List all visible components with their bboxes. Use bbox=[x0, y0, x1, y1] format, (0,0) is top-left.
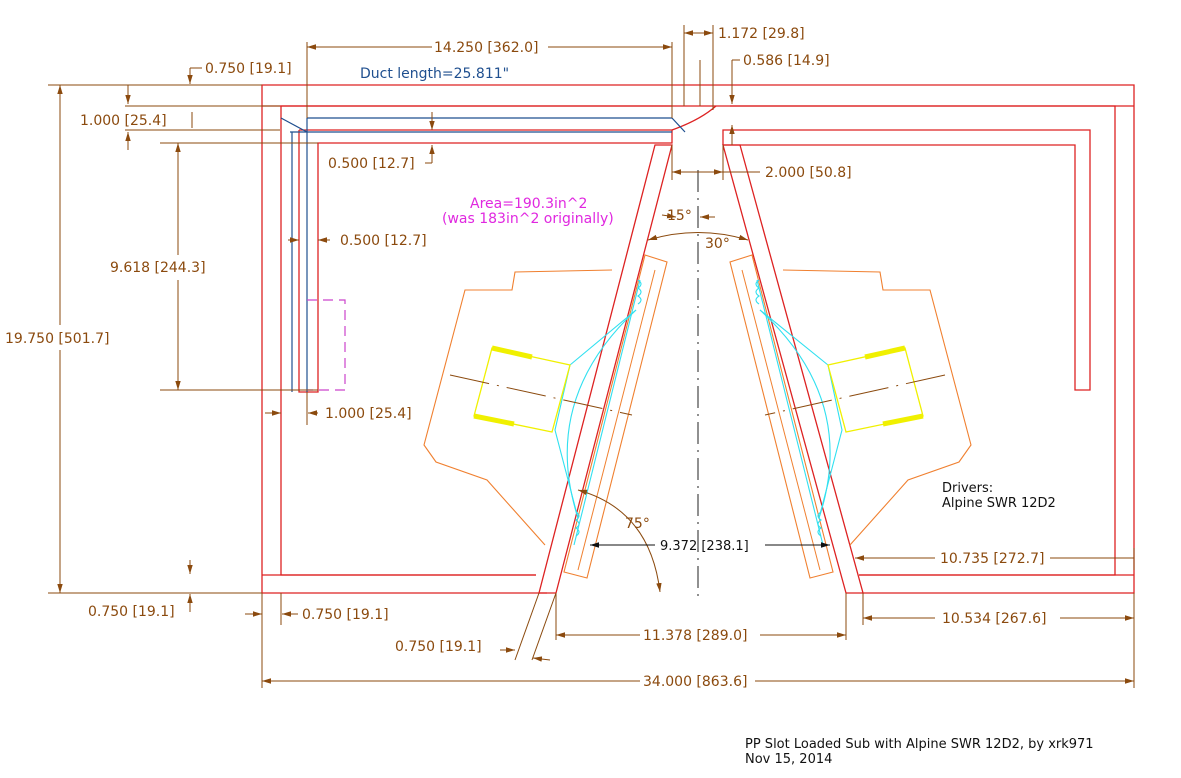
right-baffle bbox=[722, 144, 864, 594]
drawing-date: Nov 15, 2014 bbox=[745, 752, 832, 767]
dim-duct-width: 14.250 [362.0] bbox=[434, 40, 538, 56]
dim-side-wall-inner: 0.500 [12.7] bbox=[340, 233, 427, 249]
dim-panel-thick: 0.750 [19.1] bbox=[395, 639, 482, 655]
dim-radius: 0.586 [14.9] bbox=[743, 53, 830, 69]
angle-baffle: 75° bbox=[625, 516, 650, 532]
drivers-model: Alpine SWR 12D2 bbox=[942, 496, 1056, 511]
dim-bottom-wall: 0.750 [19.1] bbox=[88, 604, 175, 620]
drawing-title: PP Slot Loaded Sub with Alpine SWR 12D2,… bbox=[745, 737, 1094, 752]
annotations: Duct length=25.811" Area=190.3in^2 (was … bbox=[360, 66, 1094, 767]
outer-shell bbox=[261, 84, 1135, 594]
angle-half: 15° bbox=[667, 208, 692, 224]
dim-slot-top: 1.172 [29.8] bbox=[718, 26, 805, 42]
dim-bottom-slot: 11.378 [289.0] bbox=[643, 628, 747, 644]
dim-bottom-right2: 10.534 [267.6] bbox=[942, 611, 1046, 627]
dimension-lines bbox=[48, 25, 1135, 688]
area-label: Area=190.3in^2 bbox=[470, 196, 587, 212]
dim-top-wall: 0.750 [19.1] bbox=[205, 61, 292, 77]
dim-bottom-right: 10.735 [272.7] bbox=[940, 551, 1044, 567]
dim-top-gap: 1.000 [25.4] bbox=[80, 113, 167, 129]
right-driver bbox=[729, 254, 972, 579]
duct-path bbox=[280, 117, 686, 392]
drivers-label: Drivers: bbox=[942, 481, 993, 496]
dim-width: 34.000 [863.6] bbox=[643, 674, 747, 690]
area-original-label: (was 183in^2 originally) bbox=[442, 211, 614, 227]
dim-slot-gap: 2.000 [50.8] bbox=[765, 165, 852, 181]
dim-inner-wall: 0.500 [12.7] bbox=[328, 156, 415, 172]
dimension-labels: 0.750 [19.1] 14.250 [362.0] 1.172 [29.8]… bbox=[5, 26, 1046, 690]
duct-board-right bbox=[722, 129, 1091, 391]
dim-duct-height: 9.618 [244.3] bbox=[110, 260, 206, 276]
dim-side-gap: 1.000 [25.4] bbox=[325, 406, 412, 422]
duct-length-label: Duct length=25.811" bbox=[360, 66, 509, 82]
port-outline bbox=[307, 299, 346, 391]
dim-left-wall: 0.750 [19.1] bbox=[302, 607, 389, 623]
dim-baffle-span: 9.372 [238.1] bbox=[660, 539, 749, 554]
dim-height: 19.750 [501.7] bbox=[5, 331, 109, 347]
angle-full: 30° bbox=[705, 236, 730, 252]
